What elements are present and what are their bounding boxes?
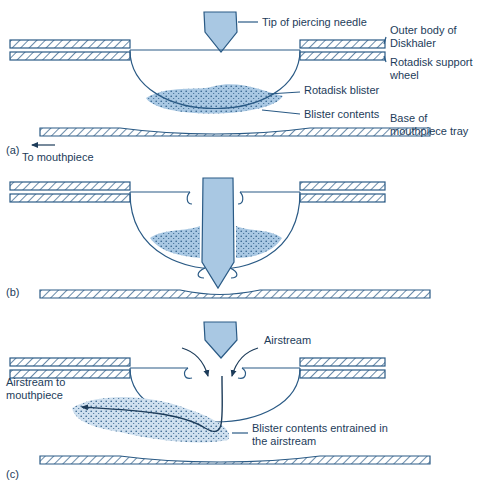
panel-letter: (c)	[6, 468, 19, 481]
flow-label: Airstream to mouthpiece	[6, 376, 106, 402]
part-callout: Rotadisk blister	[304, 84, 379, 97]
part-callout: Base of mouthpiece tray	[390, 112, 478, 138]
panel-letter: (a)	[6, 144, 19, 157]
part-callout: Outer body of Diskhaler	[390, 24, 478, 50]
direction-label: To mouthpiece	[22, 151, 94, 164]
part-callout: Blister contents	[304, 108, 379, 121]
part-callout: Rotadisk support wheel	[390, 56, 478, 82]
flow-label: Airstream	[264, 334, 311, 347]
panel-letter: (b)	[6, 286, 19, 299]
needle-callout: Tip of piercing needle	[262, 16, 367, 29]
part-callout: Blister contents entrained in the airstr…	[252, 422, 402, 448]
